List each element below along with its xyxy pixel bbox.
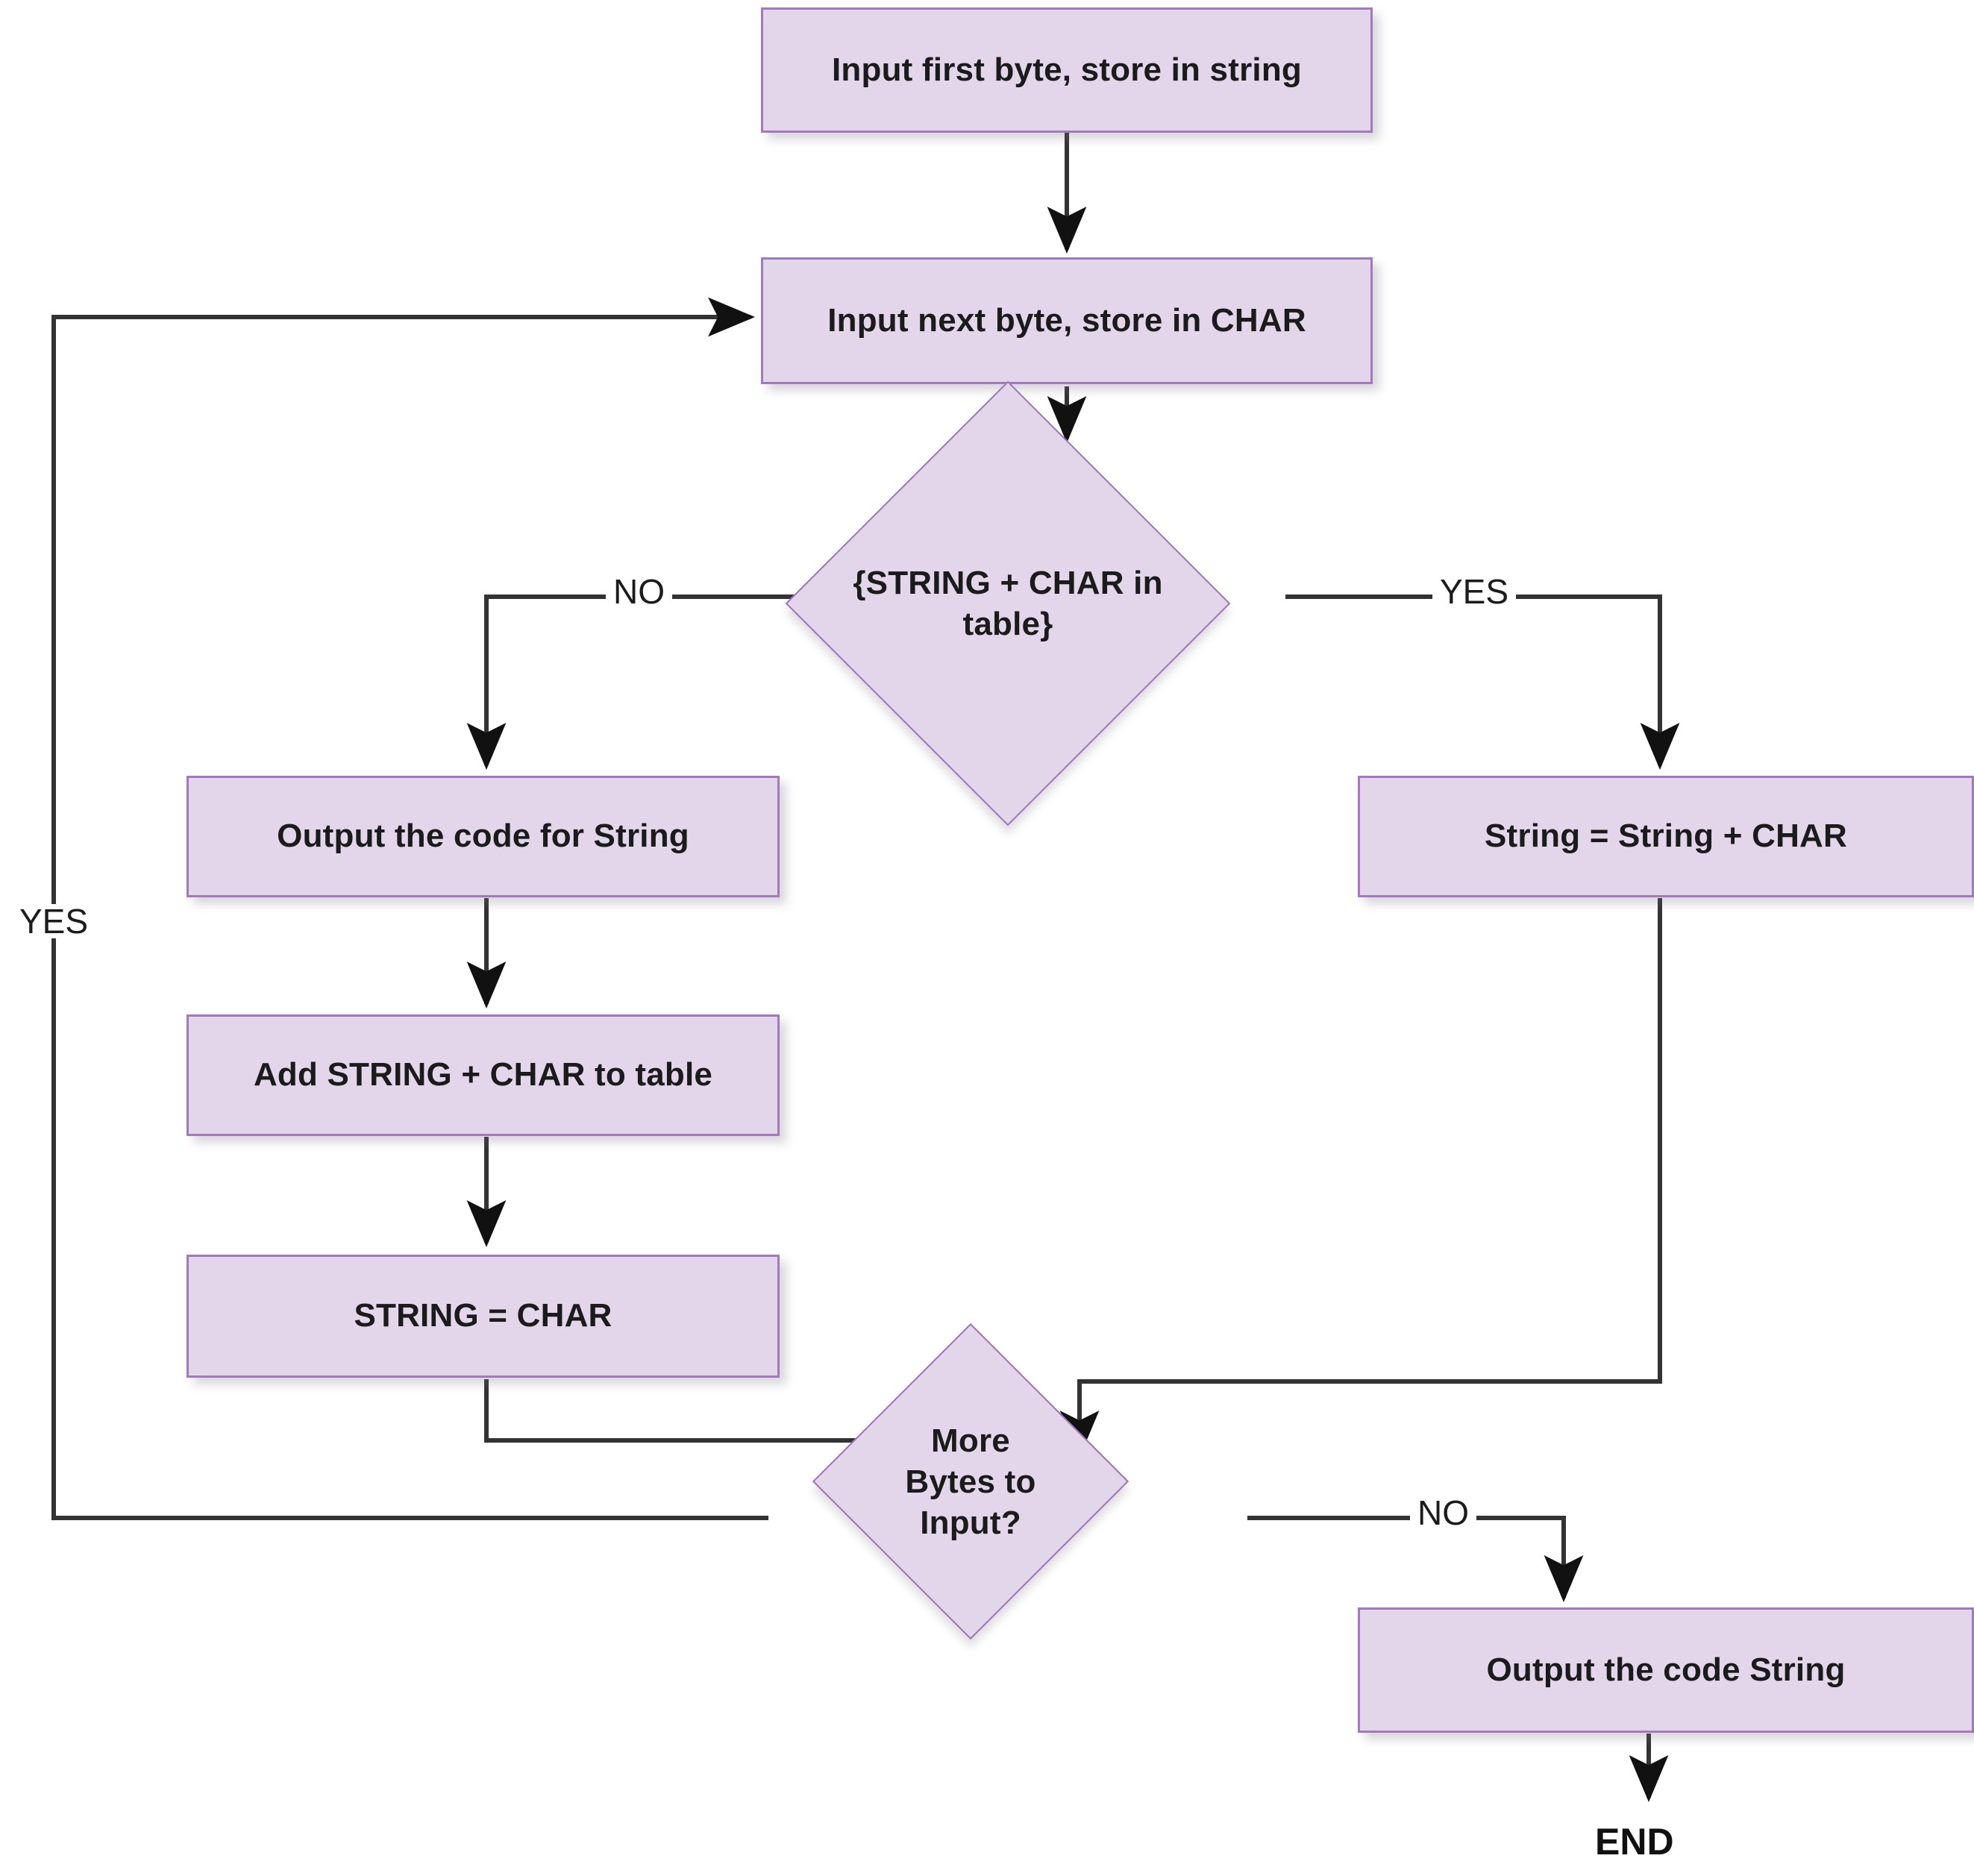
edge-stringeqchar-to-morebytes bbox=[484, 1379, 924, 1461]
node-decision-more-bytes[interactable]: More Bytes to Input? bbox=[812, 1323, 1129, 1640]
node-string-equals-char[interactable]: STRING = CHAR bbox=[187, 1255, 780, 1378]
node-label: Output the code for String bbox=[277, 818, 689, 855]
node-output-code-for-string[interactable]: Output the code for String bbox=[187, 776, 780, 897]
edge-morebytes-no bbox=[1247, 1516, 1584, 1602]
node-label: String = String + CHAR bbox=[1485, 818, 1847, 855]
edge-label-more-bytes-yes: YES bbox=[12, 904, 96, 938]
node-label: Input first byte, store in string bbox=[832, 51, 1302, 88]
node-label: More Bytes to Input? bbox=[905, 1422, 1036, 1541]
node-decision-string-char-in-table[interactable]: {STRING + CHAR in table} bbox=[785, 380, 1231, 826]
node-label: Output the code String bbox=[1486, 1651, 1846, 1688]
node-label: END bbox=[1595, 1821, 1674, 1863]
node-label: Input next byte, store in CHAR bbox=[827, 301, 1306, 339]
edge-label-table-yes: YES bbox=[1432, 574, 1517, 609]
edge-label-table-no: NO bbox=[606, 574, 672, 609]
node-label: STRING = CHAR bbox=[354, 1297, 612, 1334]
edge-label-more-bytes-no: NO bbox=[1410, 1496, 1476, 1530]
node-label: Add STRING + CHAR to table bbox=[253, 1056, 713, 1094]
node-label: {STRING + CHAR in table} bbox=[853, 565, 1163, 642]
node-string-equals-string-plus-char[interactable]: String = String + CHAR bbox=[1358, 776, 1974, 897]
edge-stringplus-to-morebytes bbox=[1059, 898, 1662, 1458]
node-input-first-byte[interactable]: Input first byte, store in string bbox=[761, 7, 1373, 133]
node-add-string-char-to-table[interactable]: Add STRING + CHAR to table bbox=[187, 1014, 780, 1136]
node-end-terminator: END bbox=[1595, 1820, 1674, 1863]
node-input-next-byte[interactable]: Input next byte, store in CHAR bbox=[761, 257, 1373, 384]
node-output-code-string[interactable]: Output the code String bbox=[1358, 1607, 1974, 1733]
edge-decision-yes bbox=[1285, 595, 1680, 770]
edge-decision-no bbox=[466, 595, 848, 770]
